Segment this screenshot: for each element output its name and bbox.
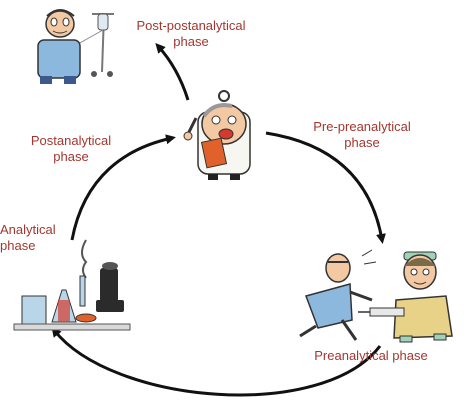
arrow-doctor-to-phlebotomy [265,131,386,244]
arrow-lab-to-doctor [70,134,176,241]
postanalytical-phase-label: Postanalytical phase [18,133,124,165]
postanalytical-label-line1: Postanalytical [30,133,112,148]
preanalytical-label-line1: Preanalytical phase [314,348,428,363]
preanalytical-phase-label: Preanalytical phase [281,348,461,364]
pre-preanalytical-label-line2: phase [344,135,380,150]
patient-with-iv-pole-icon [37,9,114,84]
doctor-with-clipboard-icon [183,90,251,180]
arrow-doctor-to-post-post [155,43,190,101]
post-postanalytical-label-line2: phase [173,34,209,49]
pre-preanalytical-phase-label: Pre-preanalytical phase [300,119,424,151]
laboratory-equipment-icon [13,239,131,331]
postanalytical-label-line2: phase [53,149,89,164]
pre-preanalytical-label-line1: Pre-preanalytical [313,119,411,134]
post-postanalytical-label-line1: Post-postanalytical [136,18,246,33]
analytical-label-line2: phase [0,238,36,253]
analytical-phase-label: Analytical phase [0,222,80,254]
arrow-phlebotomy-to-lab [51,326,382,397]
post-postanalytical-phase-label: Post-postanalytical phase [116,18,266,50]
running-patient-icon [299,249,377,341]
nurse-with-syringe-icon [358,251,453,343]
analytical-label-line1: Analytical [0,222,56,237]
